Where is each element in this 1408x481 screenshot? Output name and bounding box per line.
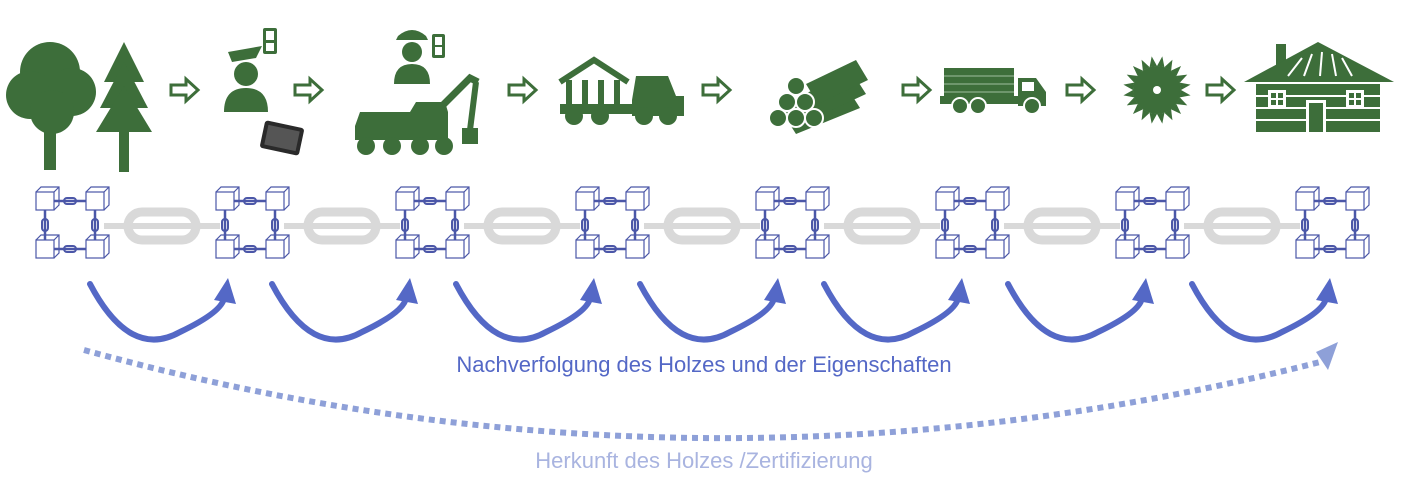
chain-bar [644, 223, 760, 229]
saw-tooth [1141, 59, 1150, 71]
blockchain-block-icon [1115, 186, 1190, 259]
chain-link-icon [1203, 207, 1281, 245]
chain-link-icon [663, 207, 741, 245]
chain-bar [464, 223, 580, 229]
saw-tooth [1179, 90, 1191, 98]
log-cabin-icon [1244, 42, 1394, 132]
chain-link-icon [123, 207, 201, 245]
tracking-arrows [87, 278, 1338, 343]
forwarder-icon [558, 56, 684, 125]
chain-link-icon [1023, 207, 1101, 245]
origin-dotted-arc [83, 342, 1338, 442]
hollow-right-arrow-icon [901, 75, 933, 105]
saw-tooth [1126, 97, 1138, 106]
chain-bar [824, 223, 940, 229]
saw-tooth [1149, 56, 1157, 68]
tracking-arrow [1005, 278, 1154, 343]
saw-tooth [1164, 59, 1173, 71]
saw-blade-icon [1123, 56, 1191, 124]
chain-bar [284, 223, 400, 229]
saw-tooth [1132, 104, 1143, 115]
stage-icons-row [6, 28, 1394, 172]
chain-links [104, 207, 1300, 245]
hollow-right-arrow-icon [1065, 75, 1097, 105]
saw-tooth [1141, 109, 1150, 121]
saw-tooth [1164, 109, 1173, 121]
chain-link-icon [303, 207, 381, 245]
chain-bar [1004, 223, 1120, 229]
blockchain-block-icon [1295, 186, 1370, 259]
origin-caption: Herkunft des Holzes /Zertifizierung [535, 448, 873, 473]
saw-tooth [1157, 56, 1165, 68]
tracking-arrow [453, 278, 602, 343]
saw-tooth [1157, 112, 1165, 124]
chain-link-icon [483, 207, 561, 245]
forest-icon [6, 42, 152, 172]
hollow-right-arrow-icon [293, 75, 325, 105]
saw-tooth [1149, 112, 1157, 124]
saw-tooth [1179, 82, 1191, 90]
hollow-right-arrow-icon [701, 75, 733, 105]
chain-bar [1184, 223, 1300, 229]
saw-tooth [1171, 65, 1182, 76]
saw-tooth [1132, 65, 1143, 76]
chain-bar [104, 223, 220, 229]
tracking-arrow [87, 278, 236, 343]
tracking-caption: Nachverfolgung des Holzes und der Eigens… [456, 352, 952, 377]
saw-tooth [1171, 104, 1182, 115]
harvester-icon [355, 30, 480, 155]
blockchain-blocks [35, 186, 1370, 259]
hollow-right-arrow-icon [169, 75, 201, 105]
tracking-arrow [637, 278, 786, 343]
saw-tooth [1176, 74, 1188, 83]
blockchain-block-icon [755, 186, 830, 259]
hollow-right-arrow-icon [507, 75, 539, 105]
forester-icon [224, 28, 304, 156]
chain-link-icon [843, 207, 921, 245]
log-pile-icon [768, 60, 868, 134]
saw-tooth [1123, 82, 1135, 90]
saw-tooth [1176, 97, 1188, 106]
blockchain-block-icon [395, 186, 470, 259]
tracking-arrow [1189, 278, 1338, 343]
hollow-right-arrow-icon [1205, 75, 1237, 105]
saw-tooth [1123, 90, 1135, 98]
blockchain-block-icon [35, 186, 110, 259]
blockchain-block-icon [935, 186, 1010, 259]
tracking-arrow [821, 278, 970, 343]
timber-truck-icon [940, 68, 1046, 115]
saw-tooth [1126, 74, 1138, 83]
tracking-arrow [269, 278, 418, 343]
blockchain-block-icon [215, 186, 290, 259]
step-arrows [169, 75, 1237, 105]
blockchain-block-icon [575, 186, 650, 259]
